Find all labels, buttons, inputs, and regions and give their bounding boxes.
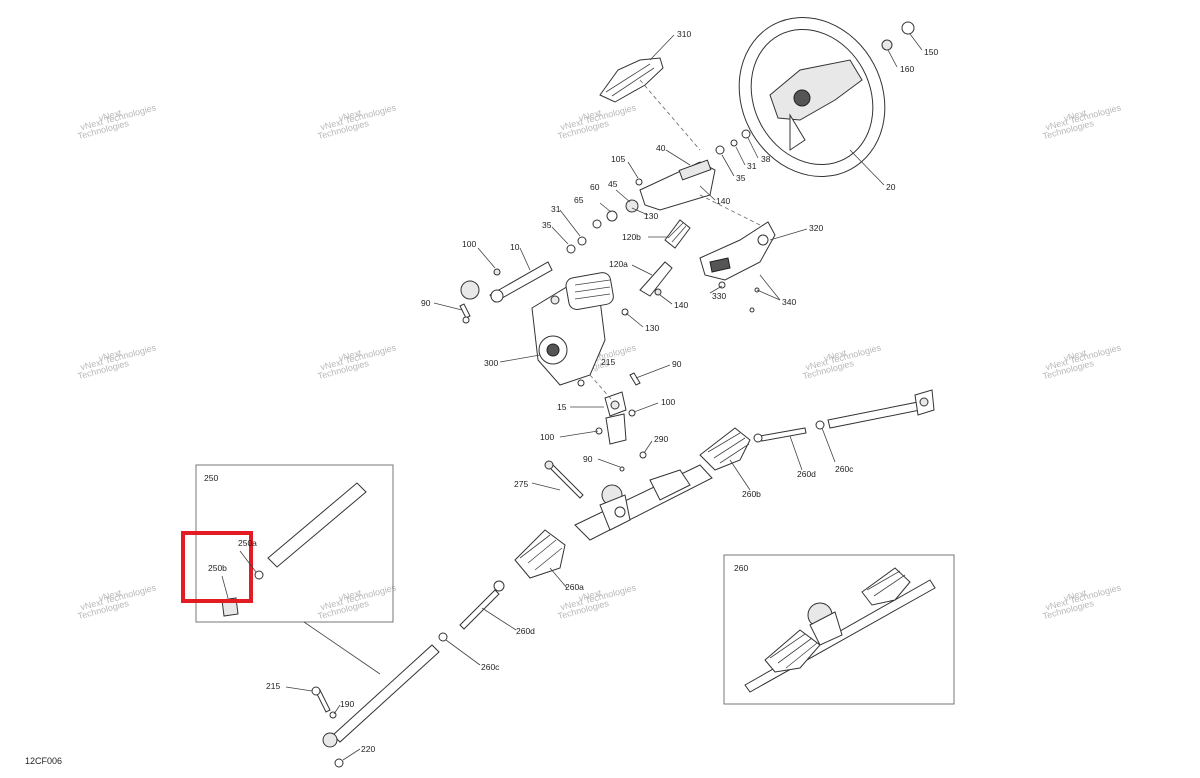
part-label-260d-b: 260d (516, 626, 535, 636)
part-label-250: 250 (204, 473, 218, 483)
part-label-100c: 100 (540, 432, 554, 442)
part-label-150: 150 (924, 47, 938, 57)
part-label-130b: 130 (645, 323, 659, 333)
lower-column-cover (699, 221, 776, 313)
rack-and-pinion-assembly (574, 464, 713, 541)
part-label-15: 15 (557, 402, 567, 412)
part-label-215: 215 (601, 357, 615, 367)
intermediate-shaft (460, 261, 553, 303)
part-label-260a: 260a (565, 582, 584, 592)
part-label-45: 45 (608, 179, 618, 189)
part-labels: 310 150 160 38 31 35 20 40 105 60 45 65 … (204, 29, 938, 754)
part-label-320: 320 (809, 223, 823, 233)
bolt-top (459, 303, 471, 324)
part-label-130: 130 (644, 211, 658, 221)
universal-joint (589, 372, 647, 472)
leader-lines (221, 33, 923, 761)
part-label-20: 20 (886, 182, 896, 192)
part-label-260c: 260c (835, 464, 854, 474)
part-label-260: 260 (734, 563, 748, 573)
part-label-250b: 250b (208, 563, 227, 573)
part-label-140b: 140 (674, 300, 688, 310)
part-label-220: 220 (361, 744, 375, 754)
part-label-31: 31 (747, 161, 757, 171)
outer-tie-rod-right (815, 389, 935, 430)
part-label-140: 140 (716, 196, 730, 206)
drawing-id: 12CF006 (25, 756, 62, 766)
part-label-160: 160 (900, 64, 914, 74)
part-label-60: 60 (590, 182, 600, 192)
part-label-35b: 35 (542, 220, 552, 230)
highlight-box (181, 531, 253, 603)
detail-box-260 (723, 554, 955, 705)
part-label-190: 190 (340, 699, 354, 709)
part-label-310: 310 (677, 29, 691, 39)
part-label-105: 105 (611, 154, 625, 164)
part-label-260d: 260d (797, 469, 816, 479)
part-label-35: 35 (736, 173, 746, 183)
part-label-100: 100 (462, 239, 476, 249)
part-label-65: 65 (574, 195, 584, 205)
inner-tie-rod-right (753, 427, 807, 443)
part-label-340: 340 (782, 297, 796, 307)
part-label-90: 90 (421, 298, 431, 308)
wheel-hardware (715, 21, 915, 155)
part-label-275: 275 (514, 479, 528, 489)
part-label-260c-b: 260c (481, 662, 500, 672)
bolt-275 (544, 460, 584, 499)
part-label-38: 38 (761, 154, 771, 164)
part-label-290: 290 (654, 434, 668, 444)
part-label-250a: 250a (238, 538, 257, 548)
part-label-90b: 90 (672, 359, 682, 369)
part-label-90c: 90 (583, 454, 593, 464)
rack-boot-left (514, 529, 566, 579)
upper-column-cover (599, 57, 701, 151)
outer-tie-rod-left (311, 632, 448, 768)
part-label-260b: 260b (742, 489, 761, 499)
part-label-40: 40 (656, 143, 666, 153)
steering-wheel-part (738, 16, 886, 178)
part-label-100b: 100 (661, 397, 675, 407)
part-label-120b: 120b (622, 232, 641, 242)
power-steering-unit (531, 272, 614, 387)
part-label-300: 300 (484, 358, 498, 368)
inner-tie-rod-left (459, 580, 505, 630)
rack-boot-right (699, 427, 751, 471)
part-label-10: 10 (510, 242, 520, 252)
motor-bracket-parts (621, 219, 691, 316)
part-label-330: 330 (712, 291, 726, 301)
steering-column (639, 159, 761, 226)
part-label-215b: 215 (266, 681, 280, 691)
part-label-31b: 31 (551, 204, 561, 214)
part-label-120a: 120a (609, 259, 628, 269)
